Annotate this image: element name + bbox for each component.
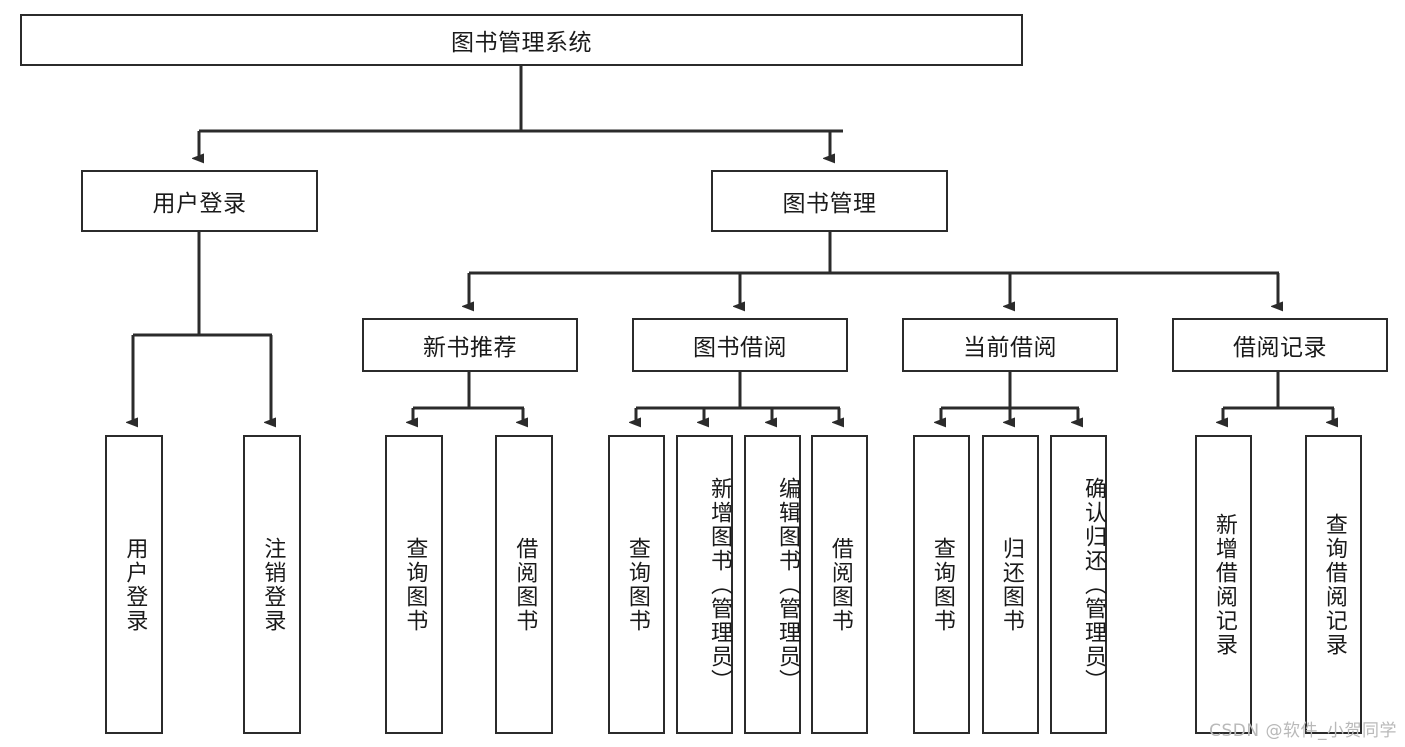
node-leaf-query-book-1[interactable]: 查询图书: [385, 435, 443, 734]
node-leaf-query-book-3-label: 查询图书: [929, 536, 955, 633]
node-leaf-user-login-label: 用户登录: [122, 536, 148, 633]
node-leaf-query-record-label: 查询借阅记录: [1321, 512, 1347, 657]
node-user-login-label: 用户登录: [152, 191, 247, 217]
node-leaf-add-book[interactable]: 新增图书（管理员）: [676, 435, 733, 734]
node-leaf-borrow-book-2-label: 借阅图书: [827, 536, 853, 633]
node-leaf-borrow-book-1-label: 借阅图书: [512, 536, 538, 633]
node-leaf-edit-book-label: 编辑图书（管理员）: [775, 476, 800, 693]
node-leaf-return-book-label: 归还图书: [998, 536, 1024, 633]
node-book-borrow-label: 图书借阅: [693, 335, 787, 361]
node-leaf-query-book-3[interactable]: 查询图书: [913, 435, 970, 734]
node-leaf-add-record[interactable]: 新增借阅记录: [1195, 435, 1252, 734]
node-leaf-query-record[interactable]: 查询借阅记录: [1305, 435, 1362, 734]
node-current-borrow-label: 当前借阅: [963, 335, 1057, 361]
node-leaf-return-book[interactable]: 归还图书: [982, 435, 1039, 734]
node-leaf-edit-book[interactable]: 编辑图书（管理员）: [744, 435, 801, 734]
node-book-manage[interactable]: 图书管理: [711, 170, 948, 232]
node-book-borrow[interactable]: 图书借阅: [632, 318, 848, 372]
node-leaf-query-book-2[interactable]: 查询图书: [608, 435, 665, 734]
node-new-book-recommend-label: 新书推荐: [423, 335, 517, 361]
csdn-watermark: CSDN @软件_小贺同学: [1209, 721, 1397, 741]
node-leaf-add-book-label: 新增图书（管理员）: [707, 476, 732, 693]
node-leaf-borrow-book-1[interactable]: 借阅图书: [495, 435, 553, 734]
node-leaf-logout-login[interactable]: 注销登录: [243, 435, 301, 734]
node-leaf-user-login[interactable]: 用户登录: [105, 435, 163, 734]
node-leaf-query-book-2-label: 查询图书: [624, 536, 650, 633]
node-root-label: 图书管理系统: [451, 30, 592, 56]
node-current-borrow[interactable]: 当前借阅: [902, 318, 1118, 372]
node-book-manage-label: 图书管理: [782, 191, 877, 217]
node-leaf-logout-login-label: 注销登录: [260, 536, 286, 633]
node-root[interactable]: 图书管理系统: [20, 14, 1023, 66]
node-borrow-record[interactable]: 借阅记录: [1172, 318, 1388, 372]
node-leaf-confirm-return[interactable]: 确认归还（管理员）: [1050, 435, 1107, 734]
node-leaf-confirm-return-label: 确认归还（管理员）: [1081, 476, 1106, 693]
node-leaf-query-book-1-label: 查询图书: [402, 536, 428, 633]
node-borrow-record-label: 借阅记录: [1233, 335, 1327, 361]
node-leaf-add-record-label: 新增借阅记录: [1211, 512, 1237, 657]
node-user-login[interactable]: 用户登录: [81, 170, 318, 232]
node-new-book-recommend[interactable]: 新书推荐: [362, 318, 578, 372]
node-leaf-borrow-book-2[interactable]: 借阅图书: [811, 435, 868, 734]
